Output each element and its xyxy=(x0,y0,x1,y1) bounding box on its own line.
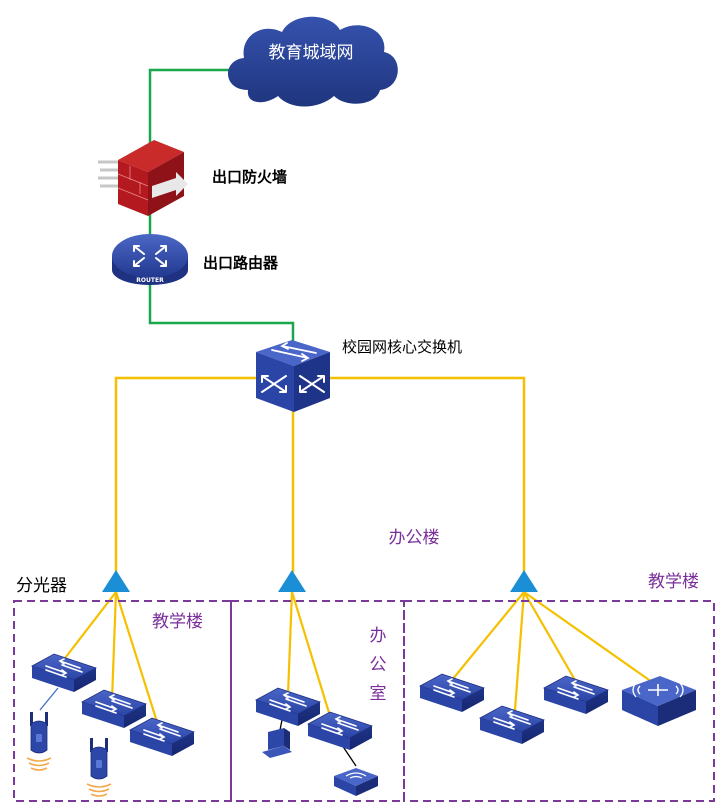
firewall-label: 出口防火墙 xyxy=(212,168,287,186)
zone-teaching-right xyxy=(403,600,715,802)
link-router-core xyxy=(148,282,295,350)
link-switch-ap xyxy=(39,687,59,711)
link xyxy=(110,591,118,701)
access-point-icon xyxy=(86,737,112,797)
center-building-label: 办公楼 xyxy=(389,528,440,548)
link xyxy=(114,591,160,726)
core-switch-label: 校园网核心交换机 xyxy=(342,338,462,356)
switch-icon xyxy=(419,673,485,713)
switch-icon xyxy=(31,653,97,693)
core-switch-icon xyxy=(256,340,330,412)
switch-icon xyxy=(543,675,609,715)
link xyxy=(290,591,332,717)
splitter-icon xyxy=(278,570,306,592)
trunk-links xyxy=(114,376,526,572)
zone-label-office-char: 室 xyxy=(370,684,387,704)
splitter-icon xyxy=(510,570,538,592)
zone-teaching-left xyxy=(13,600,232,802)
access-links xyxy=(61,591,653,726)
link xyxy=(61,591,117,663)
zones xyxy=(13,600,715,802)
zone-label-office-char: 办 xyxy=(370,626,387,646)
router-icon xyxy=(112,234,188,285)
cloud-label: 教育城域网 xyxy=(269,43,354,63)
zone-label-teaching-right: 教学楼 xyxy=(648,572,699,592)
zone-label-office-char: 公 xyxy=(370,655,387,675)
link xyxy=(523,591,576,681)
wireless-router-icon xyxy=(622,676,696,726)
link xyxy=(523,591,653,683)
router-badge: ROUTER xyxy=(136,277,164,284)
wan-links xyxy=(148,68,295,350)
cloud-icon xyxy=(227,16,398,107)
switch-icon xyxy=(307,711,373,751)
splitter-label: 分光器 xyxy=(16,576,67,596)
access-point-icon xyxy=(26,711,52,771)
firewall-icon xyxy=(98,140,188,216)
zone-office xyxy=(230,600,405,802)
link xyxy=(451,591,525,681)
link xyxy=(286,591,294,696)
link xyxy=(513,591,526,711)
switch-icon xyxy=(81,689,147,729)
computer-icon xyxy=(262,728,292,758)
link-cloud-firewall xyxy=(148,68,232,148)
splitter-icon xyxy=(102,570,130,592)
router-label: 出口路由器 xyxy=(203,254,279,272)
zone-label-teaching-left: 教学楼 xyxy=(152,612,203,632)
switch-icon xyxy=(479,705,545,745)
switch-icon xyxy=(255,687,321,727)
link-core-left xyxy=(114,376,258,572)
link-core-right xyxy=(330,376,526,572)
wireless-router-icon xyxy=(334,768,378,796)
switch-icon xyxy=(129,717,195,757)
